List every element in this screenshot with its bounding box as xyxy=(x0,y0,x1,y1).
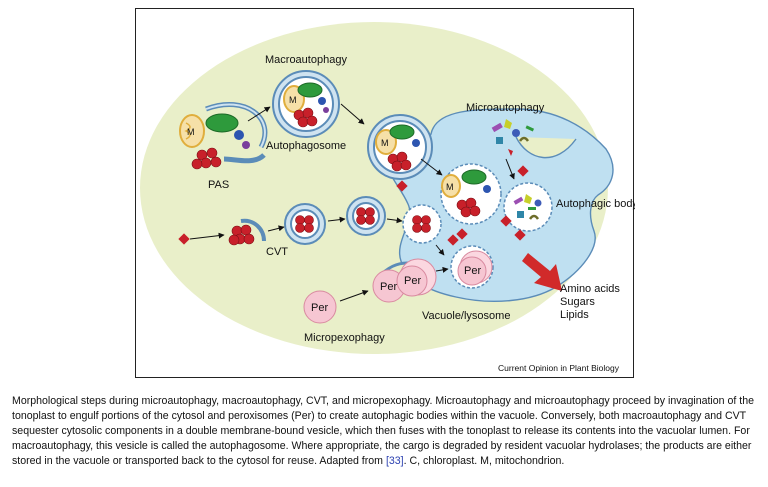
label-m-pas: M xyxy=(187,127,195,137)
caption-text: Morphological steps during microautophag… xyxy=(12,395,755,467)
microautophagy-invagination xyxy=(515,136,577,159)
label-autophagic-body-text: Autophagic body xyxy=(556,198,635,210)
autophagic-body xyxy=(503,182,553,232)
citation-link[interactable]: [33] xyxy=(385,455,404,467)
export-arrow xyxy=(522,253,562,291)
free-cargo xyxy=(396,165,529,246)
credit-line: Current Opinion in Plant Biology xyxy=(498,363,620,373)
label-pas: PAS xyxy=(208,179,229,191)
label-lipids: Lipids xyxy=(560,309,589,321)
autophagosome xyxy=(272,70,340,138)
label-autophagic-body: Autophagic body xyxy=(556,198,635,210)
label-m-autophagosome: M xyxy=(289,95,297,105)
figure-frame: Macroautophagy Autophagosome Microautoph… xyxy=(135,8,635,378)
caption-tail: . C, chloroplast. M, mitochondrion. xyxy=(403,455,565,467)
fusing-autophagosome xyxy=(367,114,433,180)
microautophagy-cargo xyxy=(491,119,535,156)
label-vacuole: Vacuole/lysosome xyxy=(422,310,510,322)
label-sugars: Sugars xyxy=(560,296,595,308)
label-m-fusing: M xyxy=(381,138,389,148)
pathway-arrows xyxy=(189,103,515,302)
autophagic-body-organelles xyxy=(440,163,502,225)
cvt-pathway xyxy=(178,196,442,246)
micropexophagy xyxy=(303,245,494,324)
figure-caption: Morphological steps during microautophag… xyxy=(12,394,758,469)
label-cvt: CVT xyxy=(266,246,288,258)
label-per-3: Per xyxy=(464,265,481,277)
label-autophagosome: Autophagosome xyxy=(266,140,346,152)
label-per-2: Per xyxy=(404,275,421,287)
label-micropexophagy: Micropexophagy xyxy=(304,332,385,344)
label-amino-acids: Amino acids xyxy=(560,283,620,295)
label-per-1: Per xyxy=(380,281,397,293)
label-m-body: M xyxy=(446,182,454,192)
label-microautophagy: Microautophagy xyxy=(466,102,545,114)
label-per-free: Per xyxy=(311,302,328,314)
label-macroautophagy: Macroautophagy xyxy=(265,54,347,66)
autophagy-diagram: Macroautophagy Autophagosome Microautoph… xyxy=(140,22,635,373)
pas-cargo xyxy=(179,102,268,170)
